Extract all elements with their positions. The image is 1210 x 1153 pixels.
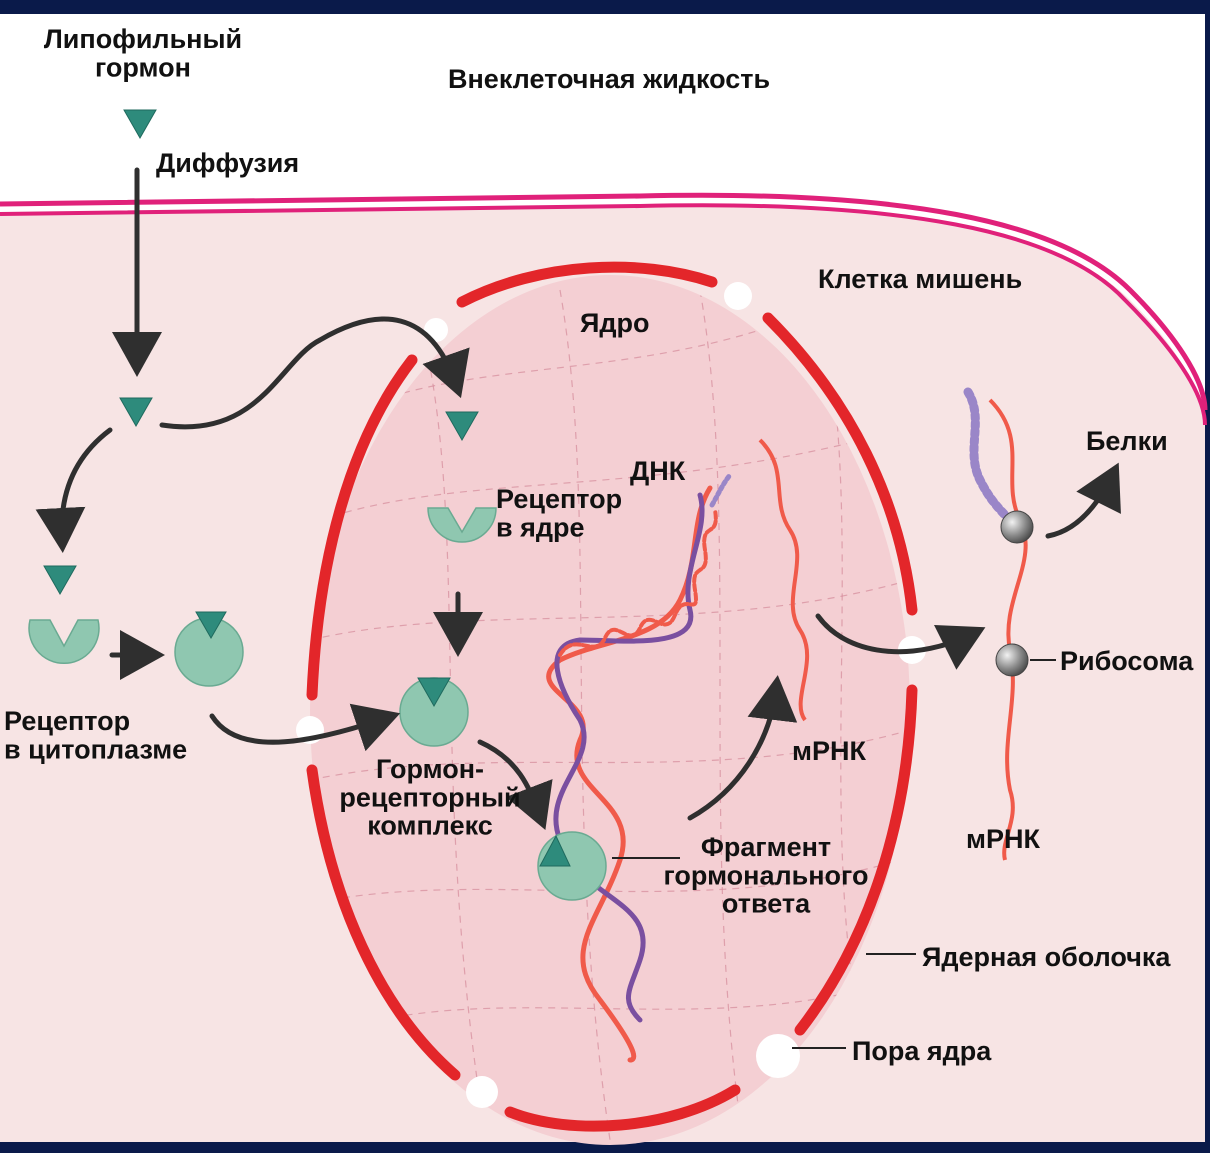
proteins-label: Белки [1086,426,1168,456]
dna-label: ДНК [630,456,686,486]
nuclear-pore-label: Пора ядра [852,1036,992,1066]
ribosome-icon [1001,511,1033,543]
hormone-receptor-complex-icon [400,678,468,746]
nucleus-label: Ядро [580,308,650,338]
diffusion-label: Диффузия [156,148,299,178]
mrna-outer-label: мРНК [966,824,1040,854]
nuclear-envelope-label: Ядерная оболочка [922,942,1171,972]
ribosome-label: Рибосома [1060,646,1194,676]
ribosome-icon [996,644,1028,676]
mrna-inner-label: мРНК [792,736,866,766]
receptor-bound-dna-icon [538,832,606,900]
extracellular-label: Внеклеточная жидкость [448,64,770,94]
target-cell-label: Клетка мишень [818,264,1022,294]
